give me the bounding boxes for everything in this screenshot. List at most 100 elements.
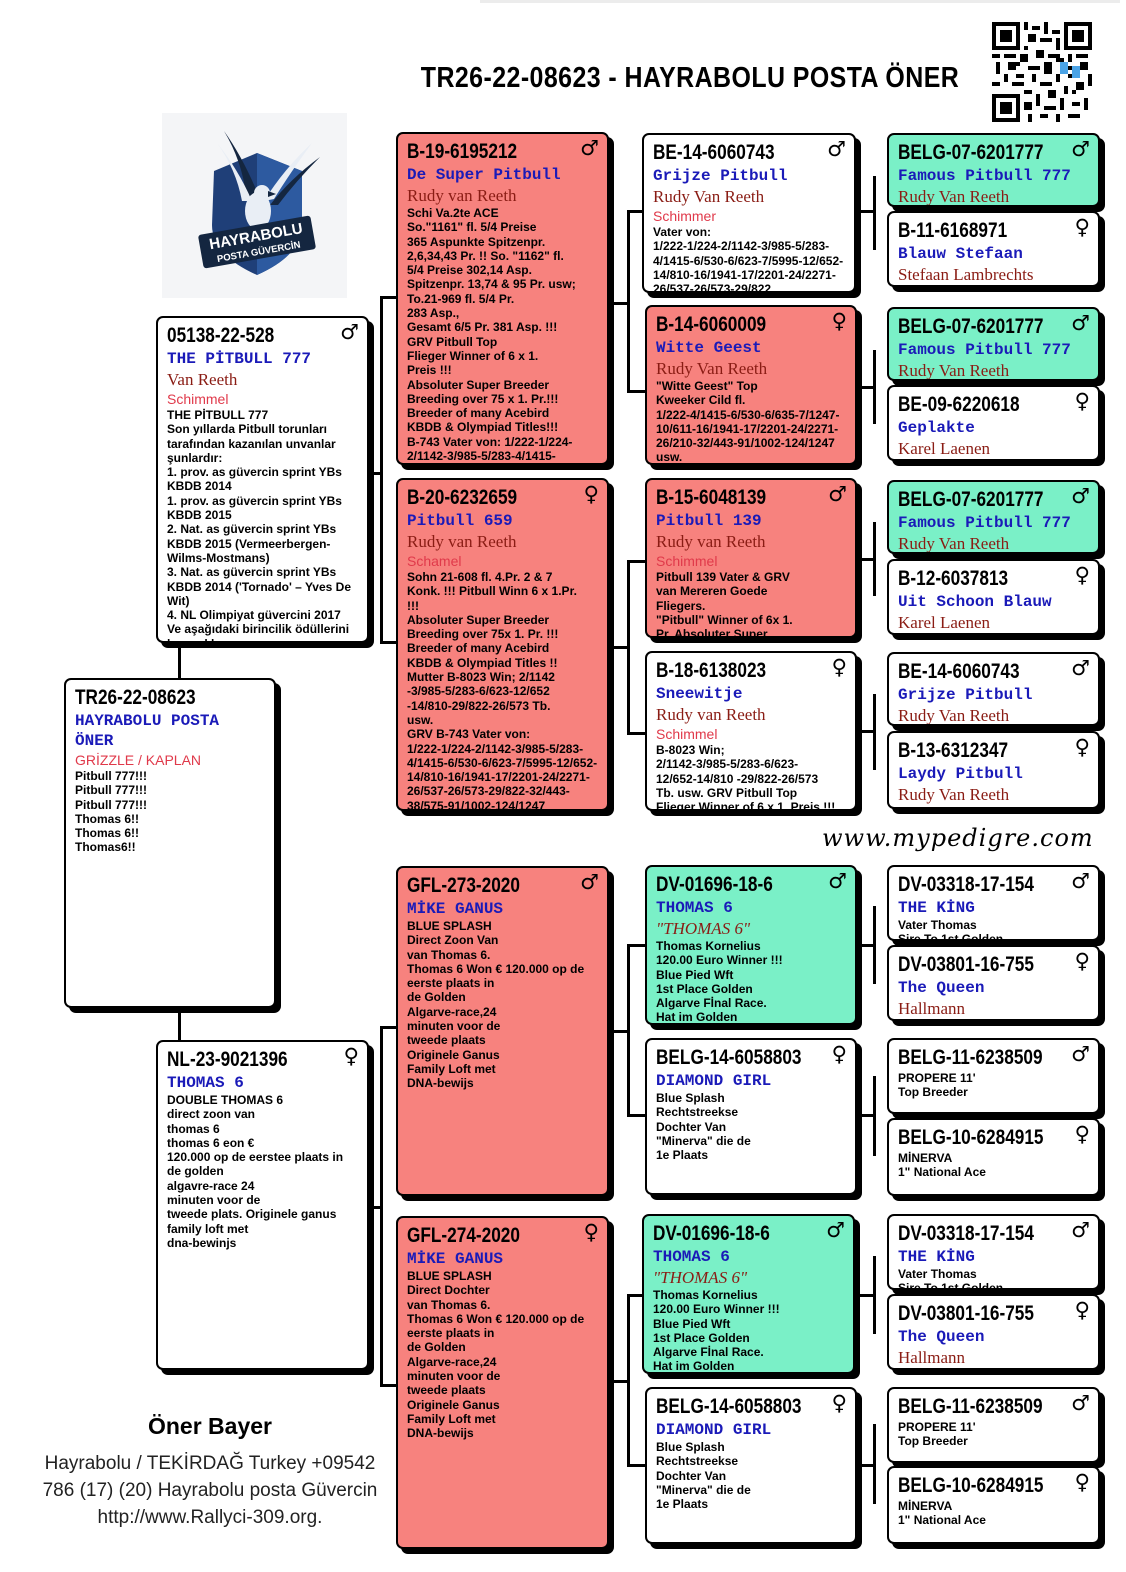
breeder-name: Rudy van Reeth — [407, 186, 517, 205]
great-grandparent-card[interactable]: ♂ B-15-6048139 Pitbull 139 Rudy van Reet… — [645, 478, 857, 638]
breeder-name: Rudy Van Reeth — [898, 785, 1010, 804]
ring-number: B-12-6037813 — [898, 567, 1009, 590]
pigeon-name: Pitbull 659 — [407, 512, 513, 530]
ring-number: GFL-273-2020 — [407, 874, 520, 897]
great-grandparent-card[interactable]: ♂ DV-01696-18-6 THOMAS 6 "THOMAS 6" Thom… — [642, 1214, 855, 1374]
pigeon-name: THE KİNG — [898, 899, 975, 917]
ring-number: NL-23-9021396 — [167, 1048, 288, 1071]
grandparent-card[interactable]: ♀ GFL-274-2020 MİKE GANUS BLUE SPLASH Di… — [396, 1216, 609, 1549]
breeder-name: Rudy Van Reeth — [656, 359, 768, 378]
connector-line — [369, 1206, 383, 1209]
gg-grandparent-card[interactable]: ♀ BELG-10-6284915 MİNERVA 1" National Ac… — [887, 1118, 1100, 1196]
pigeon-description: DOUBLE THOMAS 6 direct zoon van thomas 6… — [167, 1093, 344, 1250]
breeder-name: Rudy van Reeth — [407, 532, 517, 551]
female-icon: ♀ — [1074, 563, 1090, 587]
connector-line — [178, 640, 181, 682]
pigeon-description: MİNERVA 1" National Ace — [898, 1151, 986, 1180]
gg-grandparent-card[interactable]: ♂ BELG-07-6201777 Famous Pitbull 777 Rud… — [887, 307, 1100, 381]
female-icon: ♀ — [583, 1220, 599, 1244]
connector-line — [627, 210, 630, 392]
connector-line — [612, 646, 630, 649]
great-grandparent-card[interactable]: ♀ BELG-14-6058803 DIAMOND GIRL Blue Spla… — [645, 1387, 857, 1544]
pigeon-name: Grijze Pitbull — [653, 167, 788, 185]
gg-grandparent-card[interactable]: ♀ BELG-10-6284915 MİNERVA 1" National Ac… — [887, 1466, 1100, 1544]
pigeon-description: Vater Thomas Sire To 1st Golden — [898, 1267, 1004, 1290]
subject-card[interactable]: TR26-22-08623 HAYRABOLU POSTA ÖNER GRİZZ… — [64, 678, 276, 1008]
gg-grandparent-card[interactable]: ♀ B-11-6168971 Blauw Stefaan Stefaan Lam… — [887, 211, 1100, 287]
breeder-name: Van Reeth — [167, 370, 238, 389]
ring-number: B-14-6060009 — [656, 313, 767, 336]
pigeon-color: Schimmel — [656, 726, 718, 742]
pigeon-color: Schimmer — [653, 208, 717, 224]
breeder-name: Rudy Van Reeth — [898, 187, 1010, 206]
pigeon-description: Vater von: 1/222-1/224-2/1142-3/985-5/28… — [653, 225, 844, 293]
ring-number: DV-01696-18-6 — [653, 1222, 770, 1245]
pigeon-name: Laydy Pitbull — [898, 765, 1023, 783]
female-icon: ♀ — [831, 1391, 847, 1415]
great-grandparent-card[interactable]: ♂ BE-14-6060743 Grijze Pitbull Rudy Van … — [642, 133, 856, 293]
connector-line — [380, 1384, 398, 1387]
pigeon-description: MİNERVA 1" National Ace — [898, 1499, 986, 1528]
male-icon: ♂ — [1071, 1391, 1090, 1415]
breeder-name: Hallmann — [898, 999, 966, 1018]
ring-number: BELG-07-6201777 — [898, 315, 1044, 338]
connector-line — [860, 730, 876, 733]
pigeon-name: THE PİTBULL 777 — [167, 350, 312, 368]
grandparent-card[interactable]: ♂ GFL-273-2020 MİKE GANUS BLUE SPLASH Di… — [396, 866, 609, 1196]
pigeon-color: Schimmel — [656, 553, 718, 569]
female-icon: ♀ — [1074, 1298, 1090, 1322]
pigeon-name: THE KİNG — [898, 1248, 975, 1266]
ring-number: DV-03318-17-154 — [898, 1222, 1034, 1245]
pigeon-description: Pitbull 139 Vater & GRV van Mereren Goed… — [656, 570, 793, 638]
great-grandparent-card[interactable]: ♂ DV-01696-18-6 THOMAS 6 "THOMAS 6" Thom… — [645, 865, 857, 1025]
female-icon: ♀ — [343, 1044, 359, 1068]
qr-code-icon — [992, 22, 1092, 122]
ring-number: BELG-10-6284915 — [898, 1474, 1044, 1497]
gg-grandparent-card[interactable]: ♂ BELG-07-6201777 Famous Pitbull 777 Rud… — [887, 133, 1100, 207]
great-grandparent-card[interactable]: ♀ B-14-6060009 Witte Geest Rudy Van Reet… — [645, 305, 857, 465]
top-divider — [480, 0, 1120, 3]
pigeon-description: PROPERE 11' Top Breeder — [898, 1071, 976, 1100]
female-icon: ♀ — [1074, 1122, 1090, 1146]
pigeon-color: GRİZZLE / KAPLAN — [75, 752, 202, 768]
male-icon: ♂ — [828, 869, 847, 893]
pigeon-description: BLUE SPLASH Direct Dochter van Thomas 6.… — [407, 1269, 585, 1441]
male-icon: ♂ — [340, 320, 359, 344]
connector-line — [178, 1008, 181, 1044]
owner-address: Hayrabolu / TEKİRDAĞ Turkey +09542 786 (… — [42, 1453, 378, 1528]
connector-line — [860, 210, 876, 213]
connector-line — [860, 558, 876, 561]
ring-number: B-13-6312347 — [898, 739, 1009, 762]
pigeon-name: Pitbull 139 — [656, 512, 762, 530]
gg-grandparent-card[interactable]: ♀ DV-03801-16-755 The Queen Hallmann — [887, 945, 1100, 1021]
website-link[interactable]: www.mypedigre.com — [822, 824, 1094, 852]
gg-grandparent-card[interactable]: ♀ BE-09-6220618 Geplakte Karel Laenen — [887, 385, 1100, 461]
ring-number: BE-14-6060743 — [898, 660, 1020, 683]
gg-grandparent-card[interactable]: ♂ BELG-11-6238509 PROPERE 11' Top Breede… — [887, 1387, 1100, 1463]
pigeon-name: Sneewitje — [656, 685, 743, 703]
gg-grandparent-card[interactable]: ♂ BELG-07-6201777 Famous Pitbull 777 Rud… — [887, 480, 1100, 554]
female-icon: ♀ — [831, 1042, 847, 1066]
connector-line — [612, 1030, 630, 1033]
gg-grandparent-card[interactable]: ♀ B-12-6037813 Uit Schoon Blauw Karel La… — [887, 559, 1100, 635]
gg-grandparent-card[interactable]: ♀ B-13-6312347 Laydy Pitbull Rudy Van Re… — [887, 731, 1100, 809]
great-grandparent-card[interactable]: ♀ BELG-14-6058803 DIAMOND GIRL Blue Spla… — [645, 1038, 857, 1195]
pigeon-name: Blauw Stefaan — [898, 245, 1023, 263]
gg-grandparent-card[interactable]: ♀ DV-03801-16-755 The Queen Hallmann — [887, 1294, 1100, 1370]
mother-card[interactable]: ♀ NL-23-9021396 THOMAS 6 DOUBLE THOMAS 6… — [156, 1040, 369, 1370]
grandparent-card[interactable]: ♀ B-20-6232659 Pitbull 659 Rudy van Reet… — [396, 478, 609, 811]
pigeon-name: Witte Geest — [656, 339, 762, 357]
male-icon: ♂ — [1071, 484, 1090, 508]
page-title: TR26-22-08623 - HAYRABOLU POSTA ÖNER — [420, 62, 960, 94]
connector-line — [627, 210, 645, 213]
ring-number: BELG-07-6201777 — [898, 488, 1044, 511]
gg-grandparent-card[interactable]: ♂ DV-03318-17-154 THE KİNG Vater Thomas … — [887, 1214, 1100, 1290]
great-grandparent-card[interactable]: ♀ B-18-6138023 Sneewitje Rudy van Reeth … — [645, 651, 857, 811]
ring-number: GFL-274-2020 — [407, 1224, 520, 1247]
gg-grandparent-card[interactable]: ♂ BE-14-6060743 Grijze Pitbull Rudy Van … — [887, 652, 1100, 726]
father-card[interactable]: ♂ 05138-22-528 THE PİTBULL 777 Van Reeth… — [156, 316, 369, 643]
gg-grandparent-card[interactable]: ♂ BELG-11-6238509 PROPERE 11' Top Breede… — [887, 1038, 1100, 1114]
gg-grandparent-card[interactable]: ♂ DV-03318-17-154 THE KİNG Vater Thomas … — [887, 865, 1100, 941]
ring-number: BE-09-6220618 — [898, 393, 1020, 416]
grandparent-card[interactable]: ♂ B-19-6195212 De Super Pitbull Rudy van… — [396, 132, 609, 465]
